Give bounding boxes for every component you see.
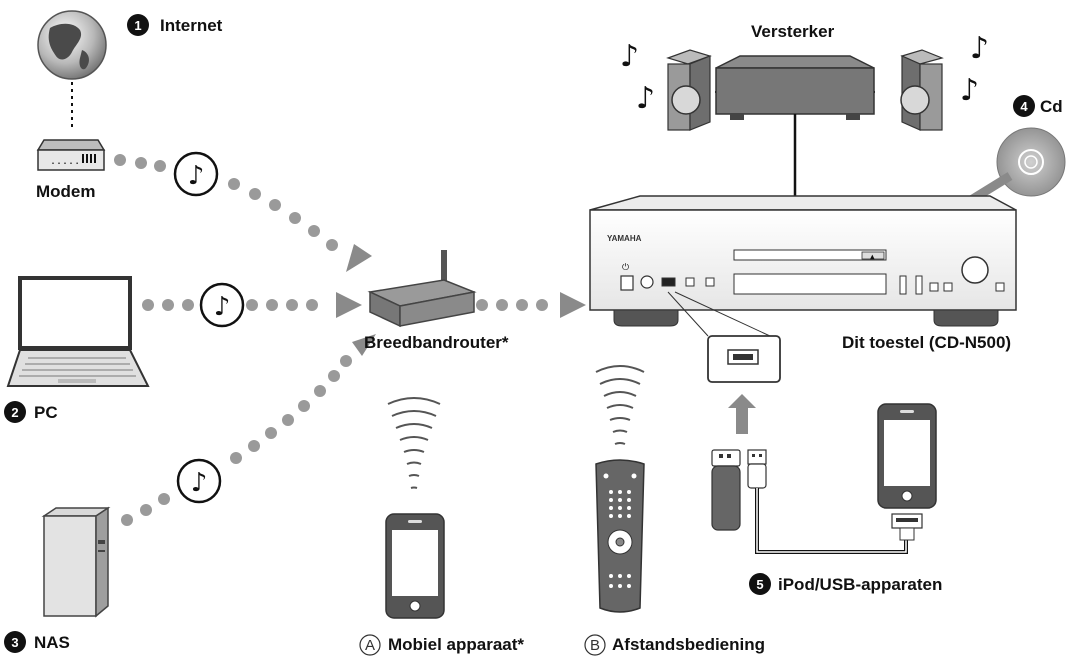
front-button[interactable] (929, 282, 939, 292)
music-note-icon: ♪ (191, 468, 208, 498)
marker-mobile: A (359, 634, 381, 656)
volume-knob[interactable] (961, 256, 989, 284)
nas-label: NAS (34, 633, 70, 652)
svg-text:3: 3 (11, 635, 18, 650)
eject-button[interactable] (861, 251, 885, 260)
marker-cd: 4 (1013, 95, 1035, 117)
svg-text:B: B (590, 637, 600, 654)
mobile-label: Mobiel apparaat* (388, 635, 524, 654)
cd-player-unit: YAMAHA ▲ ⏻ (589, 195, 1017, 327)
modem-label: Modem (36, 182, 96, 201)
nas-icon (41, 506, 111, 618)
music-note-icon: ♪ (636, 81, 655, 116)
connection-arrowheads (336, 244, 586, 356)
display-panel (733, 273, 887, 295)
svg-text:2: 2 (11, 405, 18, 420)
marker-pc: 2 (4, 401, 26, 423)
cd-label: Cd (1040, 97, 1063, 116)
arrowhead-pc (336, 292, 362, 318)
speaker-right-icon (900, 49, 944, 131)
svg-text:4: 4 (1020, 99, 1028, 114)
smartphone-icon (385, 513, 445, 619)
front-button[interactable] (995, 282, 1005, 292)
wireless-signal-icon (387, 397, 441, 489)
ipod-icon (877, 403, 937, 541)
laptop-icon (6, 276, 150, 387)
svg-text:1: 1 (134, 18, 141, 33)
unit-label: Dit toestel (CD-N500) (842, 333, 1011, 352)
usb-insert-arrow (728, 394, 756, 434)
usb-cable-icon (747, 449, 908, 554)
marker-remote: B (584, 634, 606, 656)
music-notes-decoration: ♪ ♪ ♪ ♪ (620, 31, 989, 116)
marker-nas: 3 (4, 631, 26, 653)
headphone-jack[interactable] (640, 275, 654, 289)
arrowhead-unit (560, 292, 586, 318)
front-button[interactable] (685, 277, 695, 287)
marker-ipod-usb: 5 (749, 573, 771, 595)
play-pause-button[interactable] (899, 275, 907, 295)
wireless-signal-icon (595, 365, 645, 445)
remote-control-icon (595, 459, 645, 613)
music-note-icon: ♪ (960, 73, 979, 108)
svg-text:A: A (365, 637, 375, 654)
internet-label: Internet (160, 16, 223, 35)
front-button[interactable] (943, 282, 953, 292)
svg-text:⏻: ⏻ (622, 262, 629, 273)
music-note-bubble: ♪ (173, 151, 219, 197)
front-button[interactable] (705, 277, 715, 287)
router-icon (367, 250, 477, 328)
music-note-icon: ♪ (970, 31, 989, 66)
usb-stick-icon (711, 449, 741, 531)
arrowhead-modem (346, 244, 372, 272)
remote-label: Afstandsbediening (612, 635, 765, 654)
cd-disc-icon (996, 127, 1066, 197)
amplifier-icon (715, 55, 875, 208)
usb-port-zoom-callout (667, 291, 781, 383)
svg-text:▲: ▲ (870, 254, 875, 261)
music-note-bubble: ♪ (176, 458, 222, 504)
amplifier-label: Versterker (751, 22, 835, 41)
speaker-left-icon (666, 49, 712, 131)
arrowhead-nas (352, 334, 376, 356)
usb-port[interactable] (661, 277, 676, 287)
pc-label: PC (34, 403, 58, 422)
ipod-usb-label: iPod/USB-apparaten (778, 575, 942, 594)
svg-text:5: 5 (756, 577, 763, 592)
music-note-icon: ♪ (214, 292, 231, 322)
modem-icon: ..... (36, 139, 106, 171)
globe-icon (37, 10, 107, 80)
power-button[interactable] (620, 275, 634, 291)
router-label: Breedbandrouter* (364, 333, 509, 352)
music-note-bubble: ♪ (199, 282, 245, 328)
svg-text:.....: ..... (50, 156, 80, 167)
music-note-icon: ♪ (620, 39, 639, 74)
connection-dots (71, 82, 548, 526)
music-note-icon: ♪ (188, 161, 205, 191)
marker-internet: 1 (127, 14, 149, 36)
stop-button[interactable] (915, 275, 923, 295)
yamaha-logo: YAMAHA (607, 234, 642, 243)
